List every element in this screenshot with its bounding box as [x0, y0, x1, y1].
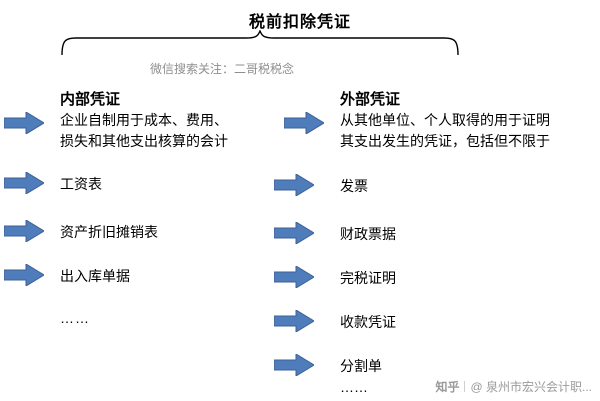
- arrow-icon-left-3: [4, 220, 44, 242]
- right-item-1: 从其他单位、个人取得的用于证明 其支出发生的凭证，包括但不限于: [340, 112, 550, 149]
- footer-divider: [464, 381, 466, 392]
- arrow-icon-left-4: [4, 264, 44, 286]
- zhihu-user: @ 泉州市宏兴会计职...: [470, 380, 592, 394]
- page-title: 税前扣除凭证: [248, 14, 351, 31]
- left-item-4: 出入库单据: [60, 268, 130, 284]
- right-item-5: 收款凭证: [340, 314, 396, 330]
- left-item-3: 资产折旧摊销表: [60, 224, 158, 240]
- right-column-heading: 外部凭证: [340, 91, 401, 108]
- arrow-icon-right-3: [274, 222, 314, 244]
- arrow-icon-right-6: [274, 354, 314, 376]
- zhihu-watermark: 知乎 @ 泉州市宏兴会计职...: [435, 378, 592, 395]
- left-item-2: 工资表: [60, 176, 102, 192]
- left-item-5: ……: [60, 310, 90, 326]
- inner-watermark: 微信搜索关注：二哥税税念: [150, 62, 295, 76]
- left-column-heading: 内部凭证: [60, 91, 121, 108]
- arrow-icon-right-2: [274, 174, 314, 196]
- arrow-icon-left-1: [4, 112, 44, 134]
- right-item-4: 完税证明: [340, 270, 396, 286]
- arrow-icon-left-2: [4, 172, 44, 194]
- zhihu-logo: 知乎: [435, 380, 460, 394]
- left-item-1: 企业自制用于成本、费用、 损失和其他支出核算的会计: [60, 112, 228, 149]
- right-item-2: 发票: [340, 178, 368, 194]
- arrow-icon-right-5: [274, 310, 314, 332]
- curly-brace: [61, 30, 459, 56]
- arrow-icon-right-4: [274, 266, 314, 288]
- right-item-6: 分割单 ……: [340, 358, 382, 395]
- right-item-3: 财政票据: [340, 226, 396, 242]
- arrow-icon-right-1: [284, 112, 324, 134]
